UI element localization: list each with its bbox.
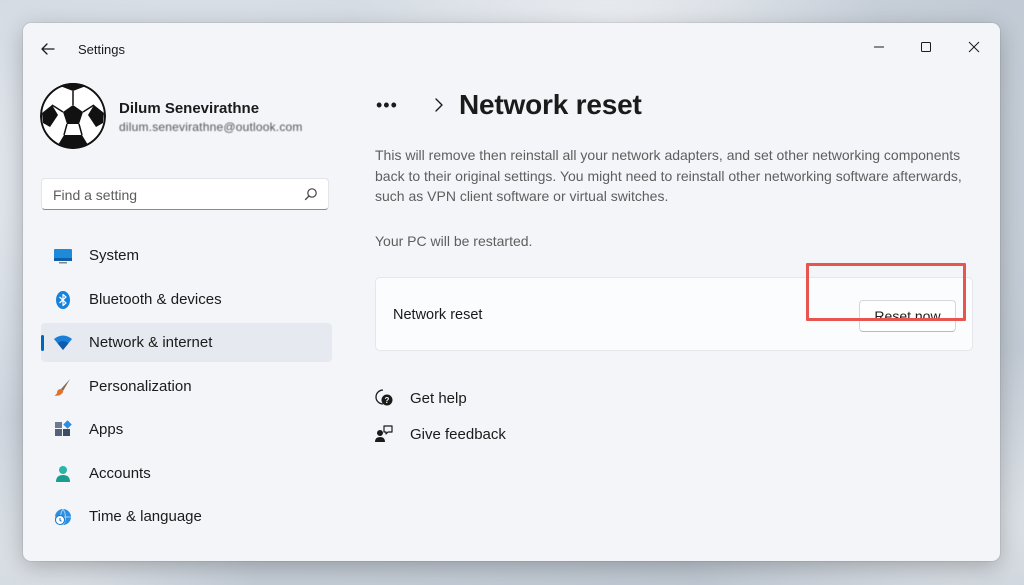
avatar[interactable] (40, 83, 106, 149)
sidebar-nav: System Bluetooth & devices Network & int… (41, 236, 332, 541)
person-icon (53, 464, 73, 484)
svg-text:?: ? (385, 396, 390, 405)
give-feedback-link[interactable]: Give feedback (374, 423, 506, 445)
bluetooth-icon (53, 290, 73, 310)
back-arrow-icon (41, 43, 55, 55)
sidebar-item-label: Bluetooth & devices (89, 290, 222, 308)
minimize-button[interactable] (856, 31, 902, 63)
sidebar-item-label: Time & language (89, 508, 202, 525)
monitor-icon (53, 246, 73, 266)
get-help-label: Get help (410, 389, 467, 407)
breadcrumb-more-button[interactable]: ••• (376, 94, 398, 115)
network-reset-card: Network reset Reset now (375, 277, 973, 351)
restart-note: Your PC will be restarted. (375, 233, 533, 249)
sidebar-item-label: System (89, 247, 140, 264)
globe-clock-icon (53, 507, 73, 527)
sidebar-item-apps[interactable]: Apps (41, 410, 332, 449)
user-name: Dilum Senevirathne (119, 100, 260, 117)
brush-icon (53, 377, 73, 397)
chevron-right-icon (435, 98, 443, 112)
sidebar-item-label: Accounts (89, 464, 151, 482)
search-input[interactable] (42, 179, 305, 211)
apps-icon (53, 420, 73, 440)
sidebar-item-label: Network & internet (89, 334, 213, 351)
close-icon (968, 41, 980, 53)
wifi-icon (53, 333, 73, 353)
reset-button-highlight (806, 263, 966, 321)
sidebar-item-accounts[interactable]: Accounts (41, 454, 332, 493)
search-icon (304, 188, 317, 201)
feedback-icon (374, 424, 394, 444)
card-label: Network reset (393, 307, 483, 323)
sidebar-item-system[interactable]: System (41, 236, 332, 275)
give-feedback-label: Give feedback (410, 425, 506, 443)
page-title: Network reset (459, 89, 642, 120)
sidebar-item-bluetooth[interactable]: Bluetooth & devices (41, 280, 332, 319)
sidebar-item-personalization[interactable]: Personalization (41, 367, 332, 406)
sidebar-item-network[interactable]: Network & internet (41, 323, 332, 362)
page-description: This will remove then reinstall all your… (375, 147, 962, 204)
minimize-icon (874, 46, 884, 48)
app-title: Settings (78, 42, 125, 57)
maximize-button[interactable] (903, 31, 949, 63)
search-box[interactable] (41, 178, 329, 211)
back-button[interactable] (37, 38, 59, 60)
maximize-icon (921, 42, 931, 52)
sidebar-item-label: Apps (89, 421, 124, 438)
sidebar-item-label: Personalization (89, 377, 192, 395)
breadcrumb: ••• Network reset (376, 87, 642, 123)
sidebar-item-time-language[interactable]: Time & language (41, 497, 332, 536)
get-help-link[interactable]: ? Get help (374, 387, 467, 409)
settings-window: Settings Dilum Senevirathne dilum.senevi… (23, 23, 1000, 561)
help-icon: ? (374, 388, 394, 408)
title-bar: Settings (23, 23, 1000, 75)
soccer-ball-icon (40, 83, 106, 149)
user-email: dilum.senevirathne@outlook.com (119, 120, 303, 134)
close-button[interactable] (951, 31, 997, 63)
